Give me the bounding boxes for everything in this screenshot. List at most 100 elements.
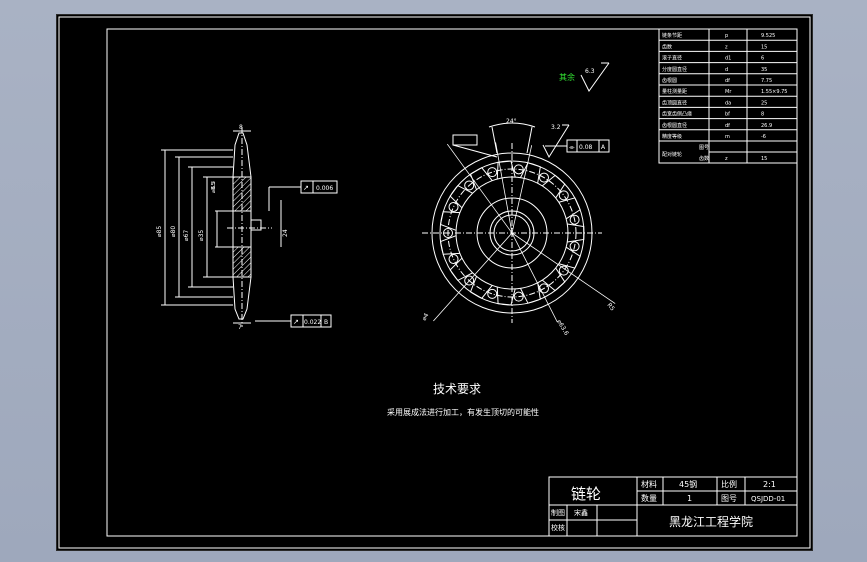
tooth-profile — [558, 246, 581, 269]
sprocket-teeth — [439, 160, 585, 306]
tooth-profile — [439, 211, 460, 231]
leader-ray — [511, 232, 558, 323]
part-name: 链轮 — [571, 485, 601, 503]
drafter-label: 制图 — [551, 508, 565, 517]
surface-mark-value: 6.3 — [585, 68, 595, 75]
ref-b: B — [324, 319, 328, 326]
param-value: 26.9 — [761, 123, 772, 129]
dim-left-2: ⌀80 — [170, 226, 177, 237]
angle-line-2 — [526, 126, 533, 154]
leader-ray — [495, 142, 513, 234]
tooth-profile — [567, 223, 585, 243]
surface-label-left — [452, 134, 498, 158]
param-last-sym: z — [725, 156, 728, 162]
drawing-sheet: ⌀85 ⌀80 ⌀67 ⌀35 ⌀8.5 8 7 24 6.3 — [56, 14, 813, 551]
roller-seat — [558, 190, 569, 201]
dim-r1: ⌀4 — [421, 312, 431, 322]
tol-runout-bottom: 0.022 — [304, 319, 321, 326]
param-name: 齿根圆直径 — [662, 122, 687, 129]
leader-rays — [433, 142, 616, 323]
param-last-sub2: 齿数 — [699, 155, 709, 162]
dim-left-5: ⌀8.5 — [211, 182, 217, 193]
runout-symbol: ↗ — [303, 184, 309, 192]
tooth-top — [232, 132, 252, 178]
param-value: 15 — [761, 44, 767, 50]
param-symbol: da — [725, 100, 731, 106]
tooth-profile — [469, 276, 493, 299]
roller-seat — [487, 167, 498, 178]
param-last-val: 15 — [761, 156, 767, 162]
roller-seat — [448, 254, 459, 265]
roller-seat — [539, 172, 549, 183]
param-value: 6 — [761, 56, 764, 62]
title-block: 链轮 材料 45钢 比例 2:1 数量 1 图号 QSJDD-01 制图 宋鑫 … — [548, 476, 798, 537]
leader-ray — [511, 232, 616, 304]
param-symbol: d — [725, 67, 728, 73]
roller-seat — [448, 201, 459, 212]
roller-seat — [558, 265, 569, 276]
tol-right: 0.08 — [579, 144, 593, 151]
param-name: 链条节距 — [662, 32, 682, 39]
roller-seat — [539, 283, 549, 294]
param-name: 量柱测量距 — [662, 88, 687, 95]
dim-key: 24 — [282, 229, 289, 237]
dim-left-4: ⌀35 — [198, 230, 205, 241]
drawing-no-value: QSJDD-01 — [751, 495, 785, 503]
surface-mark-other: 其余 6.3 — [559, 62, 610, 92]
angle-value: 24° — [506, 118, 517, 125]
material-label: 材料 — [641, 479, 657, 489]
param-name: 齿宽齿侧凸缘 — [662, 111, 692, 118]
dim-r3: R5 — [605, 302, 616, 313]
roller-seat — [569, 241, 580, 252]
roller-seat — [464, 275, 475, 286]
material-value: 45钢 — [679, 479, 697, 489]
dim-left-3: ⌀67 — [183, 230, 190, 241]
scale-value: 2:1 — [763, 480, 776, 489]
roughness-right-value: 3.2 — [551, 124, 561, 131]
tooth-profile — [449, 184, 473, 209]
tol-runout-top: 0.006 — [316, 185, 333, 192]
param-last-label: 配对链轮 — [662, 151, 682, 158]
angle-line-1 — [491, 126, 498, 154]
outer-border — [58, 16, 811, 549]
param-symbol: Mr — [725, 89, 732, 95]
checker-label: 校核 — [551, 523, 565, 532]
runout-symbol-2: ↗ — [293, 318, 299, 326]
leader-ray — [433, 232, 513, 322]
param-symbol: z — [725, 44, 728, 50]
tooth-bottom — [232, 276, 252, 320]
tooth-profile — [558, 197, 581, 220]
param-symbol: p — [725, 33, 728, 39]
tooth-profile — [496, 286, 516, 306]
surface-mark-label: 其余 — [559, 72, 575, 82]
dim-left-1: ⌀85 — [156, 226, 163, 237]
param-name: 齿数 — [662, 43, 672, 50]
param-name: 精度等级 — [662, 133, 682, 140]
drafter-name: 宋鑫 — [574, 508, 588, 517]
param-name: 齿顶圆直径 — [662, 99, 687, 106]
param-value: 9.525 — [761, 33, 775, 39]
param-value: -6 — [761, 134, 766, 140]
tech-title: 技术要求 — [433, 382, 481, 396]
param-symbol: df — [725, 123, 730, 129]
param-value: 7.75 — [761, 78, 772, 84]
tooth-profile — [520, 162, 541, 184]
dim-top: 8 — [239, 124, 243, 131]
tooth-profile — [449, 257, 473, 282]
qty-value: 1 — [687, 494, 692, 503]
param-value: 35 — [761, 67, 767, 73]
ref-a: A — [601, 144, 606, 151]
param-symbol: m — [725, 134, 730, 140]
angle-arc — [488, 122, 536, 128]
param-last-sub1: 图号 — [699, 145, 709, 151]
param-symbol: df — [725, 78, 730, 84]
cad-drawing: ⌀85 ⌀80 ⌀67 ⌀35 ⌀8.5 8 7 24 6.3 — [58, 16, 811, 549]
dim-bottom: 7 — [238, 324, 242, 331]
dim-r2: ⌀63.6 — [555, 319, 570, 337]
tech-requirement: 采用展成法进行加工，有发生顶切的可能性 — [387, 407, 539, 417]
param-name: 齿根圆 — [662, 77, 677, 84]
keyway — [250, 219, 262, 231]
section-view: ⌀85 ⌀80 ⌀67 ⌀35 ⌀8.5 8 7 24 6.3 — [156, 124, 338, 331]
